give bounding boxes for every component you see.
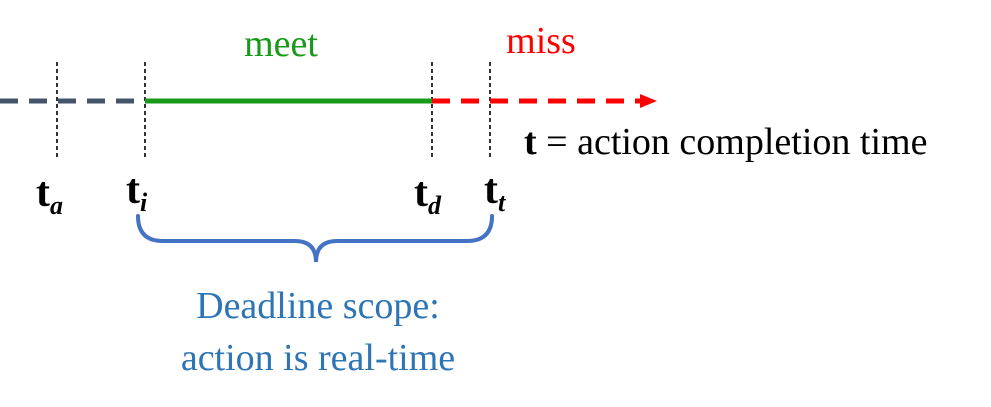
completion-var: t bbox=[524, 121, 537, 163]
marker-label-tt-base: t bbox=[484, 167, 498, 213]
scope-line-2: action is real-time bbox=[181, 337, 455, 379]
scope-line-1: Deadline scope: bbox=[196, 285, 440, 327]
marker-label-tt-sub: t bbox=[498, 188, 506, 217]
marker-label-td-sub: d bbox=[428, 191, 442, 220]
marker-label-ti: ti bbox=[126, 167, 148, 217]
arrow-head bbox=[640, 94, 657, 108]
marker-label-ti-base: t bbox=[126, 167, 140, 213]
marker-label-ta: ta bbox=[36, 170, 63, 220]
marker-label-td-base: t bbox=[414, 170, 428, 216]
meet-label: meet bbox=[244, 23, 318, 65]
marker-label-td: td bbox=[414, 170, 442, 220]
marker-label-ti-sub: i bbox=[140, 188, 148, 217]
deadline-scope-brace bbox=[136, 214, 494, 263]
marker-label-ta-sub: a bbox=[50, 191, 63, 220]
completion-time-legend: t = action completion time bbox=[524, 121, 927, 163]
completion-desc: = action completion time bbox=[537, 121, 928, 163]
marker-label-tt: tt bbox=[484, 167, 506, 217]
miss-label: miss bbox=[506, 20, 576, 62]
marker-label-ta-base: t bbox=[36, 170, 50, 216]
